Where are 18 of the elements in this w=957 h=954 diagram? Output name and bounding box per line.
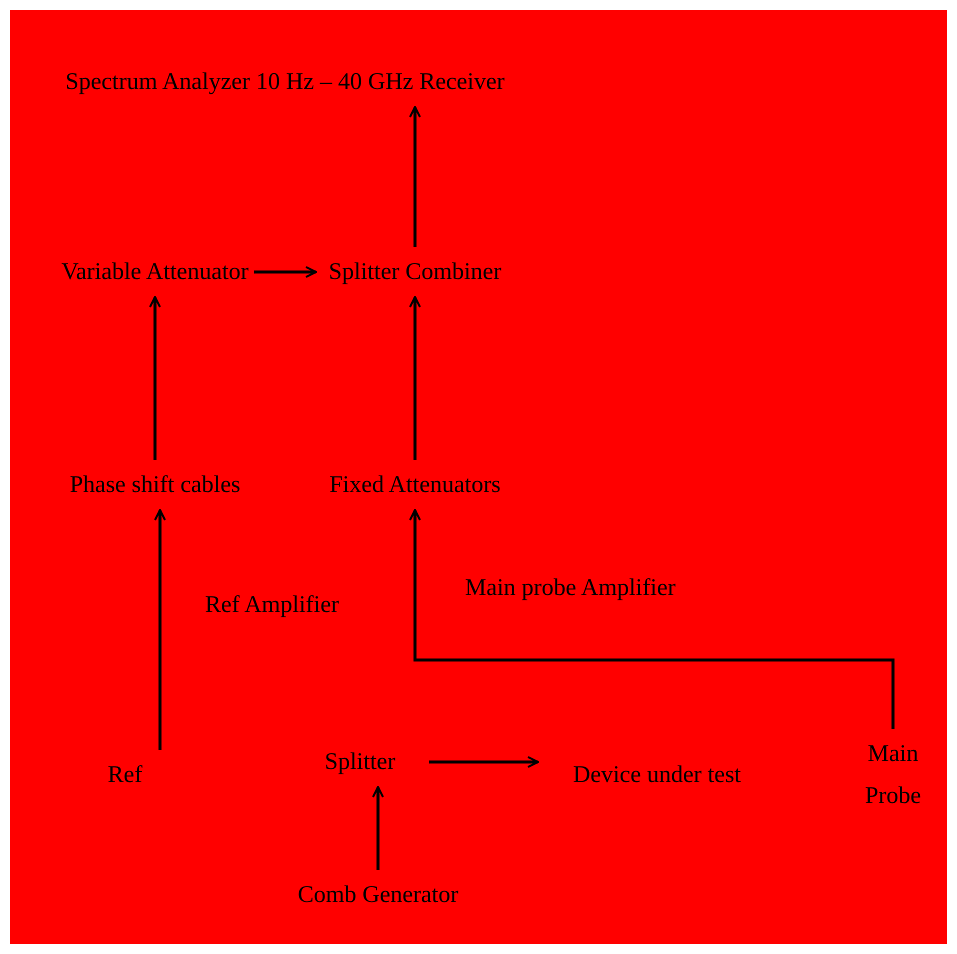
block-label: Fixed Attenuators <box>315 464 515 506</box>
block-label: Splitter Combiner <box>320 251 510 293</box>
block-label: Comb Generator <box>288 874 468 916</box>
arrow <box>429 756 539 768</box>
arrow <box>154 509 166 750</box>
arrow <box>372 786 384 870</box>
arrow <box>149 296 161 460</box>
arrow <box>409 296 421 460</box>
arrow <box>409 509 894 729</box>
arrow <box>409 106 421 247</box>
block-label: Variable Attenuator <box>60 251 250 293</box>
block-label: Spectrum Analyzer 10 Hz – 40 GHz Receiver <box>50 61 520 103</box>
block-label: Ref <box>80 754 170 796</box>
arrow <box>254 266 317 278</box>
block-label: Device under test <box>542 754 772 796</box>
block-label: Phase shift cables <box>60 464 250 506</box>
block-label: Main Probe <box>838 733 948 817</box>
block-label: Splitter <box>295 741 425 783</box>
